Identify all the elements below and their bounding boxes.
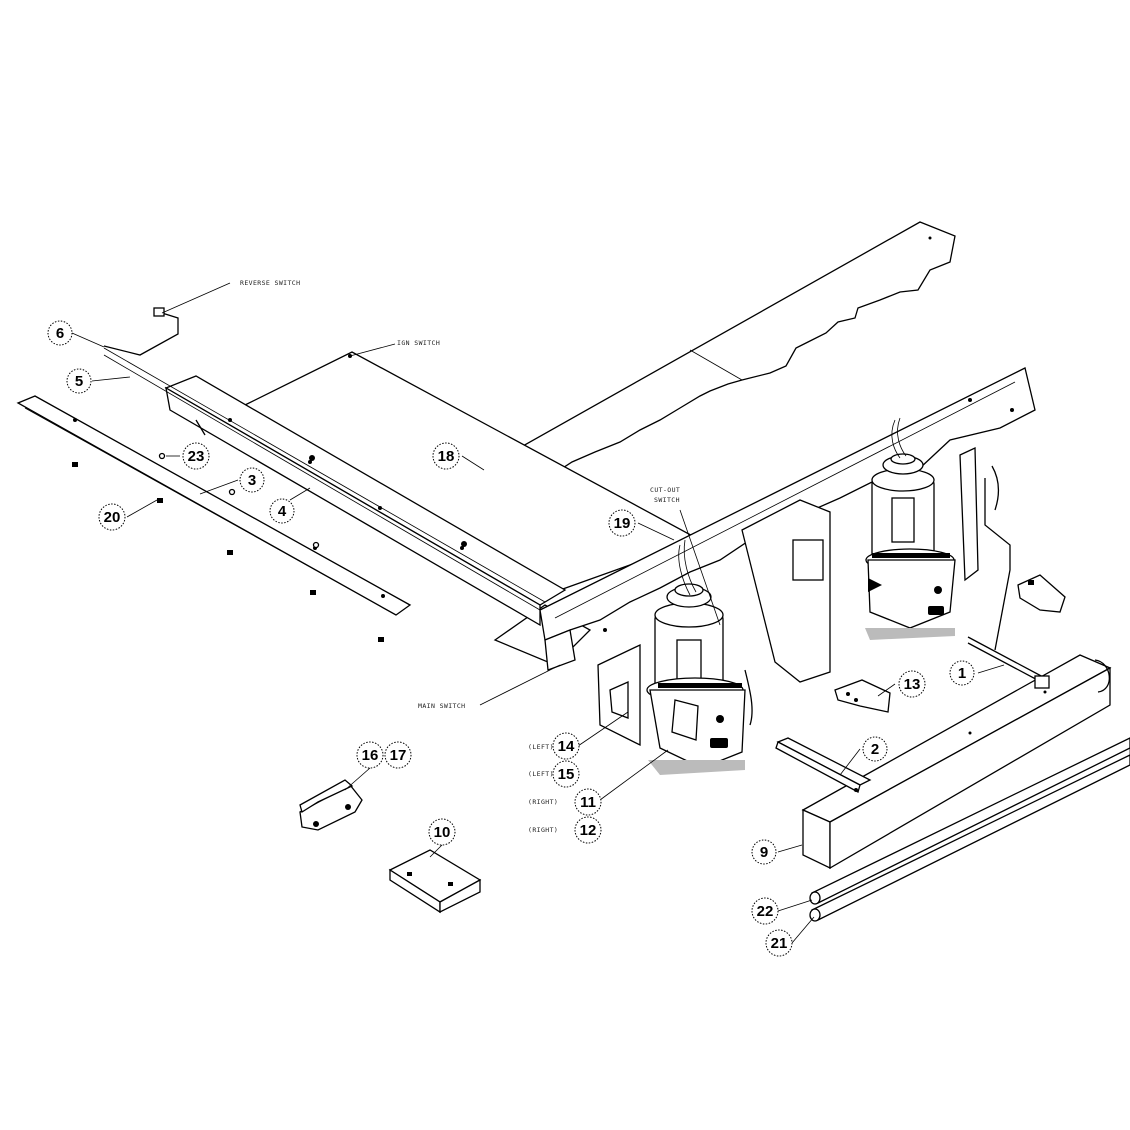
wire-harness (103, 282, 396, 358)
label-cutout-2: SWITCH (654, 496, 680, 504)
callout-6: 6 (47, 320, 73, 346)
rear-rail-strip (16, 395, 412, 616)
callout-3: 3 (239, 467, 265, 493)
callout-12: 12 (574, 816, 602, 844)
motor-cables (678, 417, 1011, 726)
label-ign-switch: IGN SWITCH (397, 339, 440, 347)
leader-lines (71, 332, 1005, 944)
callout-20: 20 (98, 503, 126, 531)
right-motor (865, 453, 956, 640)
callout-13: 13 (898, 670, 926, 698)
angle-bracket-2 (775, 737, 872, 793)
svg-text:16: 16 (362, 747, 379, 764)
callout-17: 17 (384, 741, 412, 769)
callout-9: 9 (751, 839, 777, 865)
svg-text:15: 15 (558, 766, 575, 783)
svg-text:3: 3 (248, 472, 256, 489)
svg-text:6: 6 (56, 325, 64, 342)
svg-text:10: 10 (434, 824, 451, 841)
callout-23: 23 (182, 442, 210, 470)
callout-11: 11 (574, 788, 602, 816)
svg-text:1: 1 (958, 665, 966, 682)
callout-2: 2 (862, 736, 888, 762)
svg-text:22: 22 (757, 903, 774, 920)
callout-18: 18 (432, 442, 460, 470)
side-bracket (1017, 574, 1066, 613)
callout-14: 14 (552, 732, 580, 760)
label-cutout-1: CUT-OUT (650, 486, 680, 494)
left-motor (646, 583, 746, 775)
callouts: 6 5 23 3 4 20 18 19 14 15 11 12 13 1 2 9… (47, 320, 975, 957)
label-left-1: (LEFT) (528, 743, 554, 751)
callout-4: 4 (269, 498, 295, 524)
svg-text:20: 20 (104, 509, 121, 526)
svg-text:13: 13 (904, 676, 921, 693)
callout-21: 21 (765, 929, 793, 957)
svg-text:14: 14 (558, 738, 575, 755)
label-right-1: (RIGHT) (528, 798, 558, 806)
text-labels: REVERSE SWITCH IGN SWITCH CUT-OUT SWITCH… (240, 279, 680, 834)
label-left-2: (LEFT) (528, 770, 554, 778)
svg-text:2: 2 (871, 741, 879, 758)
switch-housing-16-17 (299, 779, 363, 831)
callout-16: 16 (356, 741, 384, 769)
callout-5: 5 (66, 368, 92, 394)
bracket-13 (834, 679, 891, 713)
label-right-2: (RIGHT) (528, 826, 558, 834)
control-box-10 (388, 849, 482, 914)
callout-19: 19 (608, 509, 636, 537)
rod-1 (967, 636, 1050, 689)
svg-text:21: 21 (771, 935, 788, 952)
long-channel-assembly (103, 347, 567, 627)
svg-text:4: 4 (278, 503, 287, 520)
left-motor-stripe (658, 683, 742, 688)
svg-text:9: 9 (760, 844, 768, 861)
callout-15: 15 (552, 760, 580, 788)
svg-text:11: 11 (580, 794, 596, 811)
label-main-switch: MAIN SWITCH (418, 702, 465, 710)
svg-text:19: 19 (614, 515, 631, 532)
svg-text:17: 17 (390, 747, 407, 764)
tubes-21-22 (809, 737, 1130, 922)
callout-1: 1 (949, 660, 975, 686)
front-beam (801, 654, 1112, 870)
svg-text:23: 23 (188, 448, 205, 465)
callout-22: 22 (751, 897, 779, 925)
svg-text:5: 5 (75, 373, 83, 390)
callout-10: 10 (428, 818, 456, 846)
svg-text:12: 12 (580, 822, 597, 839)
main-frame (539, 367, 1036, 747)
svg-text:18: 18 (438, 448, 455, 465)
fasteners (72, 452, 384, 642)
label-reverse-switch: REVERSE SWITCH (240, 279, 300, 287)
